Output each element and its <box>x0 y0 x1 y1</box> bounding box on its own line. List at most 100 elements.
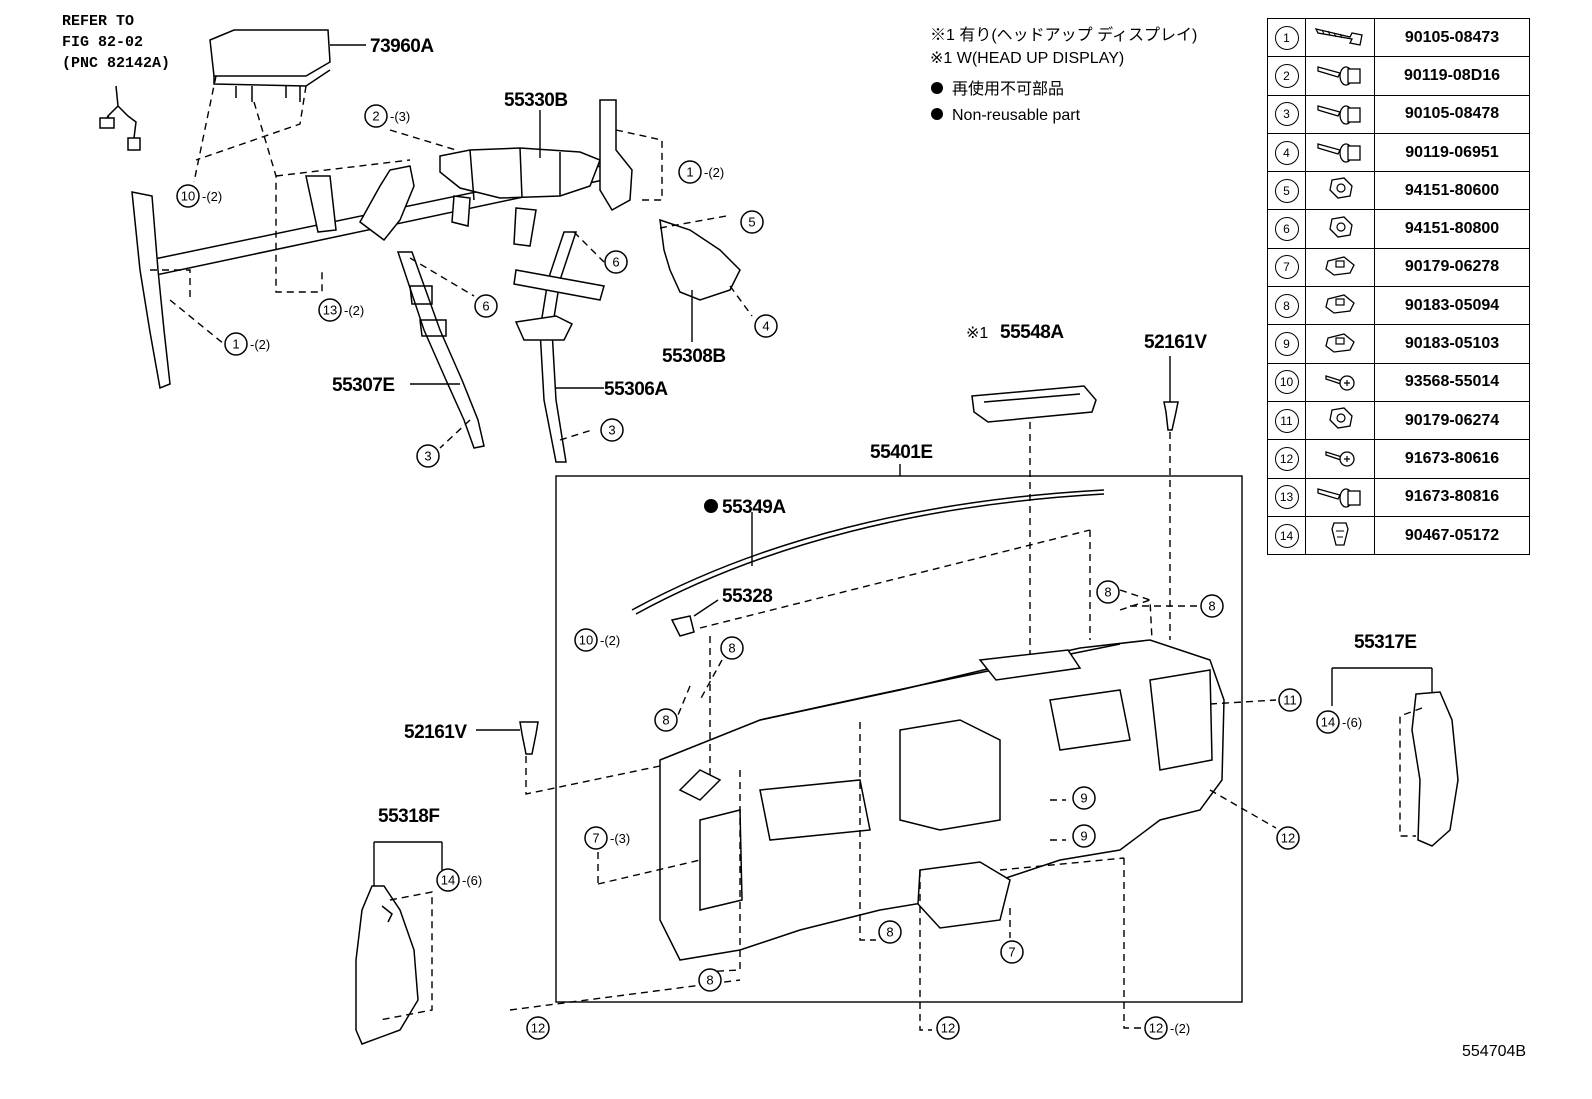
fastener-number-cell: 9 <box>1267 324 1306 364</box>
part-label-73960A: 73960A <box>370 36 434 57</box>
svg-text:1: 1 <box>232 337 239 352</box>
callout-8-e: 8 <box>878 920 902 944</box>
fastener-part-number: 90183-05094 <box>1374 286 1530 326</box>
fastener-number: 7 <box>1274 255 1299 280</box>
callout-12-d: 12 -(2) <box>1144 1016 1190 1040</box>
part-label-55401E: 55401E <box>870 442 933 463</box>
callout-11: 11 <box>1278 688 1302 712</box>
brace-55307E-drawing <box>396 251 485 449</box>
callout-5: 5 <box>740 210 764 234</box>
fastener-number: 2 <box>1274 63 1299 88</box>
part-label-55317E: 55317E <box>1354 632 1417 653</box>
fastener-part-number: 94151-80800 <box>1374 209 1530 249</box>
svg-text:12: 12 <box>941 1021 955 1036</box>
svg-text:6: 6 <box>612 255 619 270</box>
clip-nut-icon <box>1305 247 1375 288</box>
svg-text:12: 12 <box>1281 831 1295 846</box>
callout-8-f: 8 <box>698 968 722 992</box>
reinforcement-beam-drawing <box>131 99 741 390</box>
svg-text:8: 8 <box>728 641 735 656</box>
flange-bolt-icon <box>1305 56 1375 96</box>
svg-text:13: 13 <box>323 303 337 318</box>
fastener-part-number: 91673-80616 <box>1374 439 1530 479</box>
nut-icon <box>1305 171 1375 211</box>
callout-10-a: 10 -(2) <box>176 184 222 208</box>
flange-bolt-icon <box>1305 132 1375 173</box>
svg-text:14: 14 <box>441 873 455 888</box>
fastener-number: 14 <box>1274 523 1299 548</box>
flange-bolt-icon <box>1305 94 1375 134</box>
svg-text:11: 11 <box>1283 693 1297 708</box>
callout-9-a: 9 <box>1072 786 1096 810</box>
fastener-row: 12 91673-80616 <box>1267 439 1530 479</box>
fastener-number: 13 <box>1274 485 1299 510</box>
callout-14-a: 14 -(6) <box>436 868 482 892</box>
callout-8-c: 8 <box>1096 580 1120 604</box>
svg-text:-(2): -(2) <box>344 303 364 318</box>
svg-text:-(2): -(2) <box>1170 1021 1190 1036</box>
svg-text:-(2): -(2) <box>202 189 222 204</box>
svg-text:-(3): -(3) <box>610 831 630 846</box>
reference-line-3: (PNC 82142A) <box>62 55 170 72</box>
callout-6-a: 6 <box>604 250 628 274</box>
callout-1-b: 1 -(2) <box>224 332 270 356</box>
flange-bolt-icon <box>1305 477 1375 517</box>
fastener-number-cell: 7 <box>1267 247 1306 288</box>
callout-12-a: 12 <box>1276 826 1300 850</box>
svg-text:8: 8 <box>1104 585 1111 600</box>
svg-text:3: 3 <box>424 449 431 464</box>
callout-2: 2 -(3) <box>364 104 410 128</box>
fastener-number-cell: 4 <box>1267 132 1306 173</box>
svg-text:-(6): -(6) <box>462 873 482 888</box>
part-label-55349A: 55349A <box>722 497 786 518</box>
side-cover-55317E-drawing <box>1411 691 1459 847</box>
svg-text:8: 8 <box>662 713 669 728</box>
fastener-row: 5 94151-80600 <box>1267 171 1530 211</box>
clip-nut-icon <box>1305 286 1375 326</box>
reference-note: REFER TO FIG 82-02 (PNC 82142A) <box>62 13 170 72</box>
fastener-number-cell: 11 <box>1267 400 1306 441</box>
long-bolt-icon <box>1305 17 1375 58</box>
svg-text:12: 12 <box>1149 1021 1163 1036</box>
svg-text:7: 7 <box>1008 945 1015 960</box>
svg-text:7: 7 <box>592 831 599 846</box>
svg-text:8: 8 <box>886 925 893 940</box>
svg-text:9: 9 <box>1080 829 1087 844</box>
fastener-number-cell: 1 <box>1267 17 1306 58</box>
note-non-reusable-en: Non-reusable part <box>952 107 1081 124</box>
callout-1-a: 1 -(2) <box>678 160 724 184</box>
non-reusable-bullet-icon <box>931 82 943 94</box>
airbag-module-drawing <box>209 29 331 102</box>
svg-text:5: 5 <box>748 215 755 230</box>
fastener-number: 4 <box>1274 140 1299 165</box>
moulding-55349A-drawing <box>631 489 1105 611</box>
fastener-part-number: 91673-80816 <box>1374 477 1530 517</box>
fastener-number-cell: 14 <box>1267 515 1306 556</box>
svg-text:3: 3 <box>608 423 615 438</box>
fastener-part-number: 94151-80600 <box>1374 171 1530 211</box>
part-label-55307E: 55307E <box>332 375 395 396</box>
fastener-part-number: 90179-06274 <box>1374 400 1530 441</box>
clip-55328-icon <box>670 615 695 637</box>
svg-text:6: 6 <box>482 299 489 314</box>
clip-52161V-left-icon <box>519 721 539 755</box>
svg-text:4: 4 <box>762 319 769 334</box>
fastener-number: 12 <box>1274 446 1299 471</box>
fastener-number-cell: 5 <box>1267 171 1306 211</box>
instrument-panel-drawing <box>659 639 1225 961</box>
fastener-part-number: 90183-05103 <box>1374 324 1530 364</box>
notes-block: ※1 有り(ヘッドアップ ディスプレイ) ※1 W(HEAD UP DISPLA… <box>930 25 1197 124</box>
note-hud-en: ※1 W(HEAD UP DISPLAY) <box>930 50 1124 67</box>
svg-text:-(2): -(2) <box>600 633 620 648</box>
wire-connector-icon <box>99 85 141 151</box>
svg-text:12: 12 <box>531 1021 545 1036</box>
fastener-number-cell: 8 <box>1267 286 1306 326</box>
reference-line-2: FIG 82-02 <box>62 34 143 51</box>
fastener-number: 3 <box>1274 102 1299 127</box>
